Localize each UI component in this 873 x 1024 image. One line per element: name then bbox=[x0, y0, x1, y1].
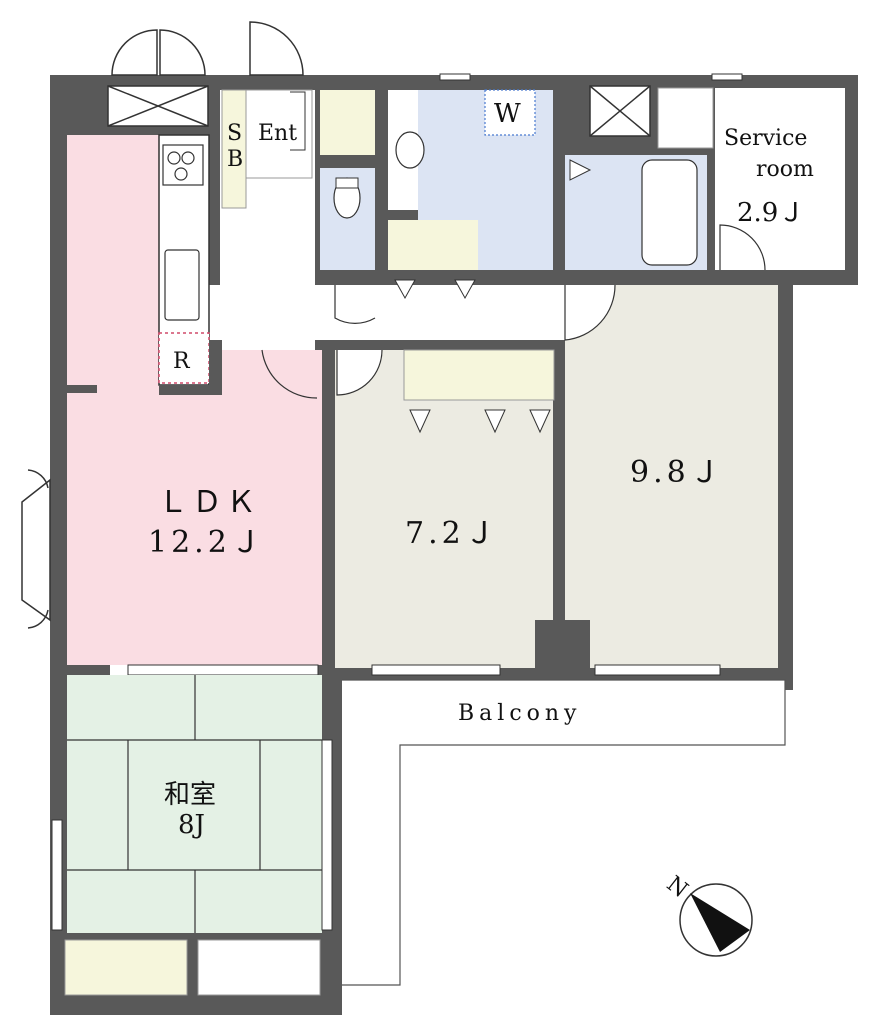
entrance-label: Ent bbox=[258, 121, 297, 146]
top-openings bbox=[107, 21, 743, 137]
shoe-box-label-b: B bbox=[227, 147, 243, 172]
washitsu-size: 8J bbox=[178, 810, 205, 840]
service-room-line2: room bbox=[756, 157, 814, 182]
bedroom-right bbox=[564, 284, 778, 668]
bay-window bbox=[21, 469, 51, 629]
washer-label: W bbox=[494, 99, 521, 129]
wet-area bbox=[320, 89, 707, 270]
ldk-room bbox=[67, 134, 322, 665]
washitsu-name: 和室 bbox=[164, 780, 216, 810]
north-arrow-icon bbox=[679, 883, 753, 957]
service-room bbox=[657, 87, 845, 271]
service-room-line1: Service bbox=[724, 126, 807, 151]
ldk-name: ＬＤＫ bbox=[158, 485, 260, 520]
balcony bbox=[342, 679, 786, 986]
bedroom-right-size: 9.8Ｊ bbox=[630, 455, 724, 490]
ldk-size: 12.2Ｊ bbox=[148, 525, 265, 560]
balcony-label: Balcony bbox=[458, 701, 581, 726]
bedroom-center bbox=[335, 349, 555, 668]
refrigerator-label: R bbox=[173, 349, 191, 374]
service-room-size: 2.9Ｊ bbox=[737, 198, 804, 228]
bedroom-center-size: 7.2Ｊ bbox=[405, 516, 499, 551]
shoe-box-label-s: S bbox=[227, 121, 242, 146]
entrance-corridor bbox=[220, 89, 565, 340]
south-windows bbox=[127, 664, 721, 676]
doors bbox=[261, 279, 476, 399]
washitsu-room bbox=[51, 675, 333, 996]
